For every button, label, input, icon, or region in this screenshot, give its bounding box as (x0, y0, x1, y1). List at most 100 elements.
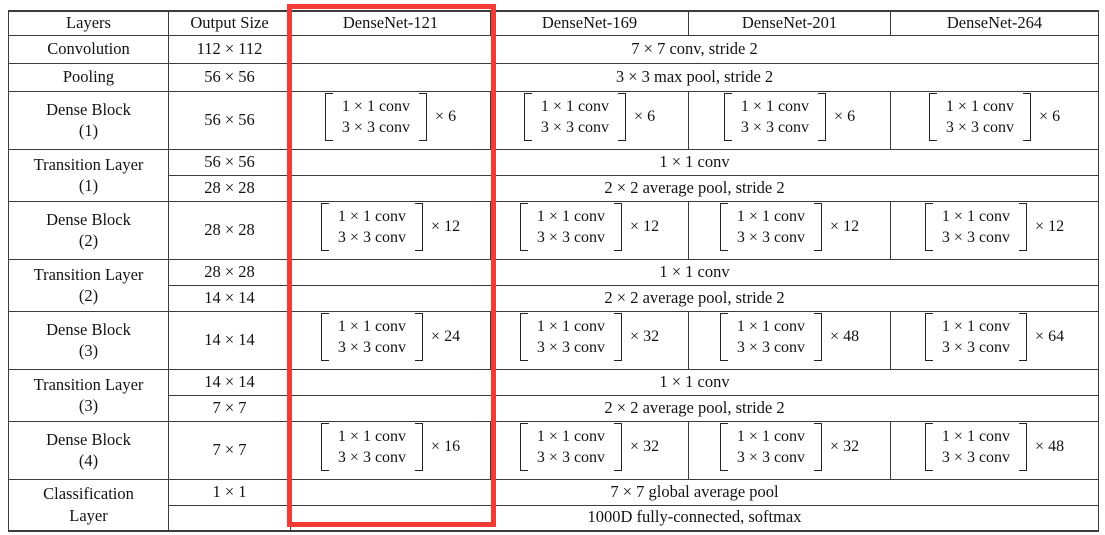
op-transition-3-bottom: 2 × 2 average pool, stride 2 (290, 394, 1099, 422)
conv-line: 3 × 3 conv (337, 339, 407, 357)
right-bracket-icon (1023, 93, 1032, 142)
block-multiplier: × 32 (630, 328, 660, 346)
conv-line: 3 × 3 conv (941, 339, 1011, 357)
block-multiplier: × 6 (834, 108, 856, 126)
architecture-table: Layers Output Size DenseNet-121 DenseNet… (8, 10, 1099, 532)
conv-line: 3 × 3 conv (540, 119, 610, 137)
row-label-line: Dense Block (46, 429, 131, 449)
row-label-dense-block-1: Dense Block(1) (8, 90, 169, 150)
conv-line: 3 × 3 conv (536, 339, 606, 357)
left-bracket-icon (324, 93, 333, 142)
op-pooling: 3 × 3 max pool, stride 2 (290, 62, 1099, 92)
row-label-dense-block-3: Dense Block(3) (8, 310, 169, 370)
conv-line: 1 × 1 conv (736, 428, 806, 446)
col-header-densenet-264: DenseNet-264 (890, 10, 1099, 36)
conv-line: 3 × 3 conv (945, 119, 1015, 137)
conv-line: 1 × 1 conv (740, 98, 810, 116)
conv-line: 3 × 3 conv (736, 229, 806, 247)
left-bracket-icon (320, 423, 329, 472)
row-label-line: Dense Block (46, 209, 131, 229)
block-multiplier: × 6 (435, 108, 457, 126)
row-label-line: (1) (78, 176, 99, 195)
conv-line: 1 × 1 conv (536, 208, 606, 226)
output-size-dense-block-3: 14 × 14 (168, 310, 291, 370)
row-label-line: (3) (78, 341, 99, 360)
dense-block-3-cell-densenet-201: 1 × 1 conv 3 × 3 conv × 48 (688, 310, 891, 370)
row-label-line: Classification (43, 484, 134, 504)
conv-line: 1 × 1 conv (736, 208, 806, 226)
row-transition-1-bottom: 28 × 28 2 × 2 average pool, stride 2 (9, 174, 1099, 202)
right-bracket-icon (814, 313, 823, 362)
densenet-architecture-table: Layers Output Size DenseNet-121 DenseNet… (8, 10, 1099, 532)
row-label-convolution: Convolution (8, 34, 169, 64)
output-size-pooling: 56 × 56 (168, 62, 291, 92)
block-multiplier: × 48 (1035, 438, 1065, 456)
op-classification-bottom: 1000D fully-connected, softmax (290, 504, 1099, 532)
row-transition-2-top: Transition Layer(2) 28 × 28 1 × 1 conv (8, 258, 1099, 312)
row-convolution: Convolution 112 × 112 7 × 7 conv, stride… (8, 34, 1099, 64)
op-transition-2-bottom: 2 × 2 average pool, stride 2 (290, 284, 1099, 312)
output-size-dense-block-2: 28 × 28 (168, 200, 291, 260)
row-label-transition-1: Transition Layer(1) (8, 148, 169, 202)
row-label-line: Transition Layer (33, 374, 144, 394)
left-bracket-icon (719, 313, 728, 362)
right-bracket-icon (814, 203, 823, 252)
conv-line: 1 × 1 conv (941, 318, 1011, 336)
right-bracket-icon (419, 93, 428, 142)
output-size-transition-3-bottom: 7 × 7 (168, 394, 291, 422)
conv-line: 1 × 1 conv (736, 318, 806, 336)
conv-line: 1 × 1 conv (341, 98, 411, 116)
block-multiplier: × 6 (1039, 108, 1061, 126)
right-bracket-icon (818, 93, 827, 142)
col-header-layers: Layers (8, 10, 169, 36)
conv-line: 3 × 3 conv (337, 449, 407, 467)
left-bracket-icon (320, 313, 329, 362)
row-transition-3-top: Transition Layer (3) 14 × 14 1 × 1 conv (8, 368, 1099, 422)
output-size-transition-1-bottom: 28 × 28 (168, 174, 291, 202)
left-bracket-icon (523, 93, 532, 142)
conv-line: 3 × 3 conv (941, 229, 1011, 247)
output-size-transition-3-top: 14 × 14 (168, 368, 291, 396)
right-bracket-icon (614, 203, 623, 252)
block-multiplier: × 32 (830, 438, 860, 456)
dense-block-1-cell-densenet-264: 1 × 1 conv 3 × 3 conv × 6 (890, 90, 1099, 150)
conv-line: 1 × 1 conv (945, 98, 1015, 116)
conv-line: 1 × 1 conv (536, 318, 606, 336)
block-multiplier: × 48 (830, 328, 860, 346)
dense-block-3-cell-densenet-169: 1 × 1 conv 3 × 3 conv × 32 (490, 310, 689, 370)
row-label-transition-2: Transition Layer(2) (8, 258, 169, 312)
conv-line: 3 × 3 conv (536, 449, 606, 467)
right-bracket-icon (618, 93, 627, 142)
left-bracket-icon (719, 423, 728, 472)
output-size-transition-2-bottom: 14 × 14 (168, 284, 291, 312)
left-bracket-icon (924, 423, 933, 472)
right-bracket-icon (415, 203, 424, 252)
right-bracket-icon (1019, 423, 1028, 472)
output-size-convolution: 112 × 112 (168, 34, 291, 64)
op-transition-3-top: 1 × 1 conv (290, 368, 1099, 396)
left-bracket-icon (924, 313, 933, 362)
left-bracket-icon (719, 203, 728, 252)
conv-line: 3 × 3 conv (736, 339, 806, 357)
row-label-dense-block-4: Dense Block (4) (8, 420, 169, 480)
conv-line: 3 × 3 conv (341, 119, 411, 137)
header-row: Layers Output Size DenseNet-121 DenseNet… (8, 10, 1099, 36)
op-convolution: 7 × 7 conv, stride 2 (290, 34, 1099, 64)
row-label-line: (3) (78, 396, 99, 415)
right-bracket-icon (814, 423, 823, 472)
row-label-line: Layer (69, 505, 108, 525)
row-label-line: (4) (78, 451, 99, 470)
row-transition-2-bottom: 14 × 14 2 × 2 average pool, stride 2 (9, 284, 1099, 312)
output-size-classification-top: 1 × 1 (168, 478, 291, 506)
